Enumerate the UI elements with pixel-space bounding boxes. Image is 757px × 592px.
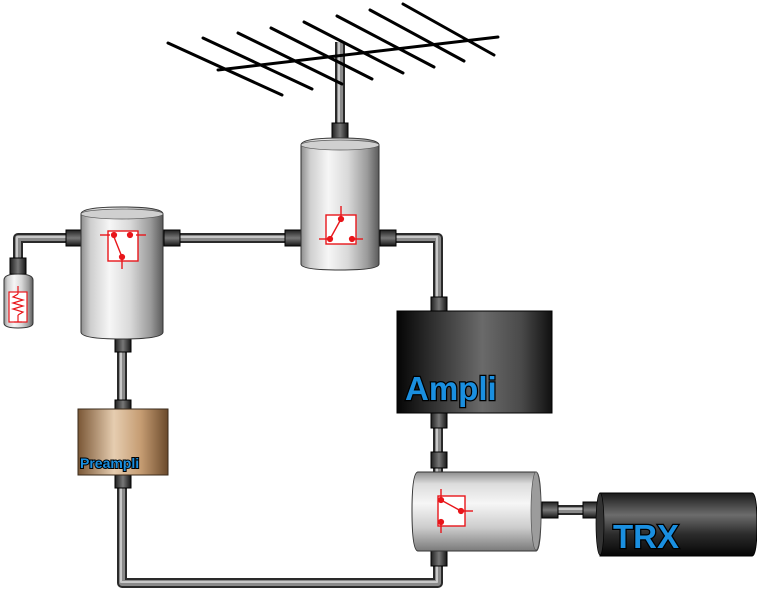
dummy-load-resistor-icon (8, 286, 28, 323)
connector (9, 257, 27, 275)
yagi-antenna-icon (166, 2, 500, 97)
trx-label: TRX (613, 518, 679, 555)
relay-body (411, 471, 542, 552)
trx-relay (411, 471, 600, 567)
cable-top-relay-to-ampli (385, 233, 443, 300)
connector (284, 229, 302, 247)
ampli-label: Ampli (405, 370, 497, 407)
preampli-block: Preampli (77, 399, 169, 489)
relay-switch-icon (319, 206, 363, 245)
connector (331, 122, 349, 140)
relay-switch-icon (100, 230, 146, 269)
relay-body (80, 206, 164, 340)
relay-body (300, 137, 380, 271)
connector (379, 229, 397, 247)
dummy-load (3, 257, 34, 329)
connector (430, 296, 448, 312)
cable-preampli-to-bottom-relay (117, 476, 443, 588)
connector (430, 549, 448, 567)
connector (541, 501, 559, 519)
relay-switch-icon (437, 489, 473, 533)
connector (430, 451, 448, 469)
trx-block: TRX (595, 492, 757, 557)
connector (114, 473, 132, 489)
ampli-block: Ampli (396, 296, 553, 469)
connector (430, 411, 448, 429)
preampli-relay (65, 206, 181, 353)
antenna-relay (284, 122, 397, 271)
preampli-label: Preampli (80, 455, 139, 471)
connector (65, 229, 83, 247)
connector (163, 229, 181, 247)
